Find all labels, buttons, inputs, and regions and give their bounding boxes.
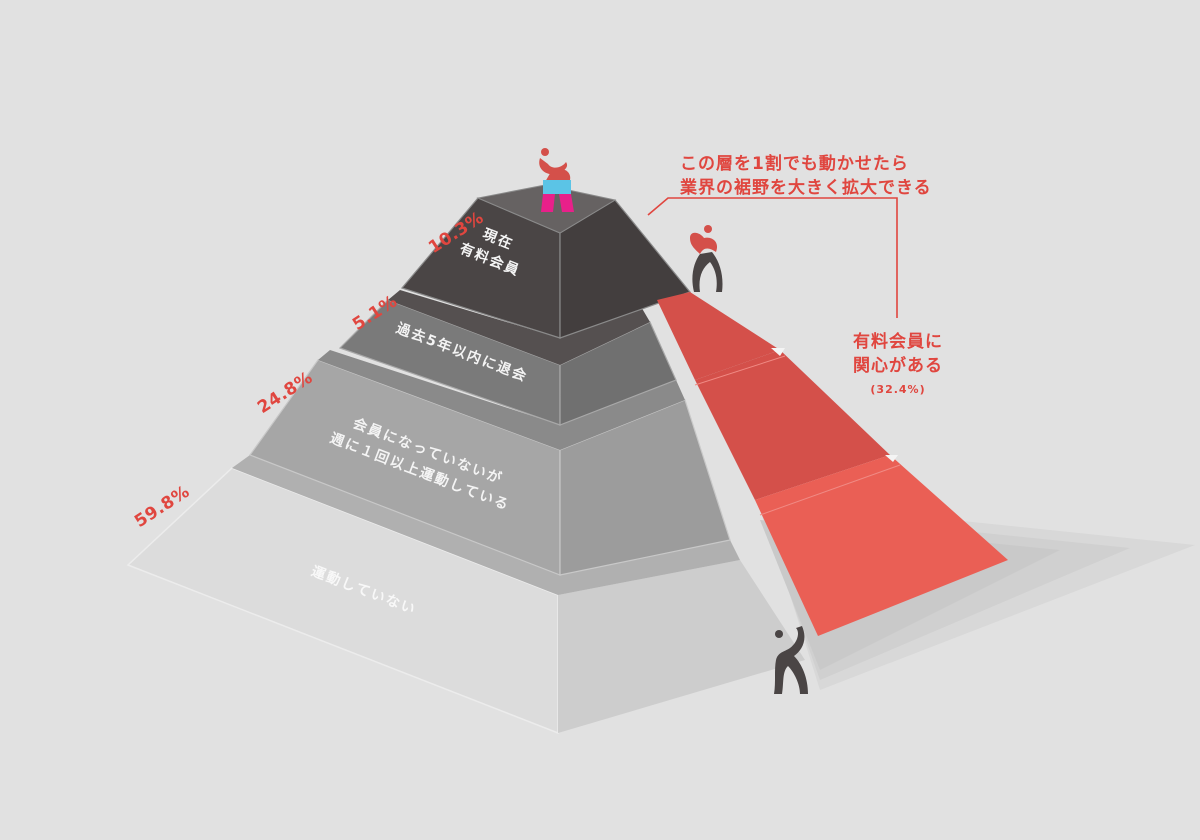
callout-right: 有料会員に 関心がある (32.4%) xyxy=(853,332,943,396)
person-walking-icon xyxy=(690,225,723,292)
layer-1 xyxy=(400,184,692,339)
layer-2 xyxy=(338,290,677,426)
layer-4 xyxy=(126,455,805,735)
interest-ramp[interactable] xyxy=(657,292,1008,636)
layer-3 xyxy=(249,350,731,576)
callout-leader-line xyxy=(647,197,898,318)
person-cheering-icon xyxy=(539,148,574,212)
person-climbing-icon xyxy=(774,626,808,694)
callout-top: この層を1割でも動かせたら 業界の裾野を大きく拡大できる xyxy=(680,154,932,198)
